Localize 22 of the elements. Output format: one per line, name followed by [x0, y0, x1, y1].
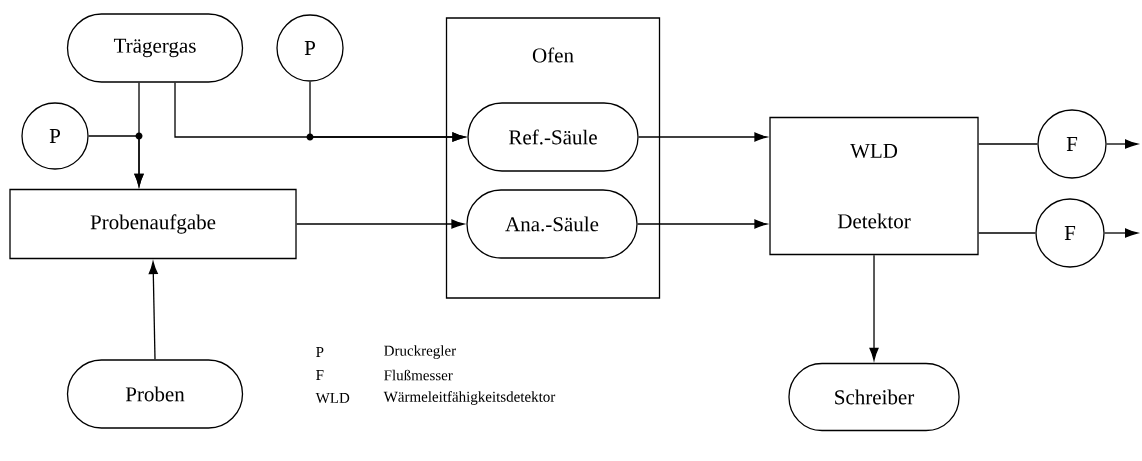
- pill-box: Proben: [66, 359, 244, 429]
- arrow: [148, 261, 158, 360]
- detector-box: WLD Detektor: [769, 116, 979, 256]
- column-pill: Ref.-Säule: [467, 102, 639, 172]
- arrow: [88, 135, 144, 187]
- abbreviation-meaning: Flußmesser: [384, 369, 453, 381]
- abbreviation: WLD: [315, 393, 350, 403]
- arrow: [638, 132, 767, 142]
- arrow: [1104, 228, 1138, 238]
- arrow: [309, 81, 465, 142]
- arrow: [637, 219, 767, 229]
- arrow: [296, 219, 464, 229]
- abbreviation: P: [316, 347, 324, 357]
- abbreviation: F: [316, 370, 324, 380]
- pill-box: Schreiber: [788, 362, 960, 432]
- arrow: [869, 254, 879, 361]
- pill-box: Trägergas: [66, 13, 244, 83]
- abbreviation-meaning: Wärmeleitfähigkeitsdetektor: [383, 391, 556, 405]
- arrow: [1106, 139, 1138, 149]
- process-box: Probenaufgabe: [9, 188, 297, 260]
- abbreviation-meaning: Druckregler: [384, 345, 456, 359]
- column-pill: Ana.-Säule: [466, 189, 638, 259]
